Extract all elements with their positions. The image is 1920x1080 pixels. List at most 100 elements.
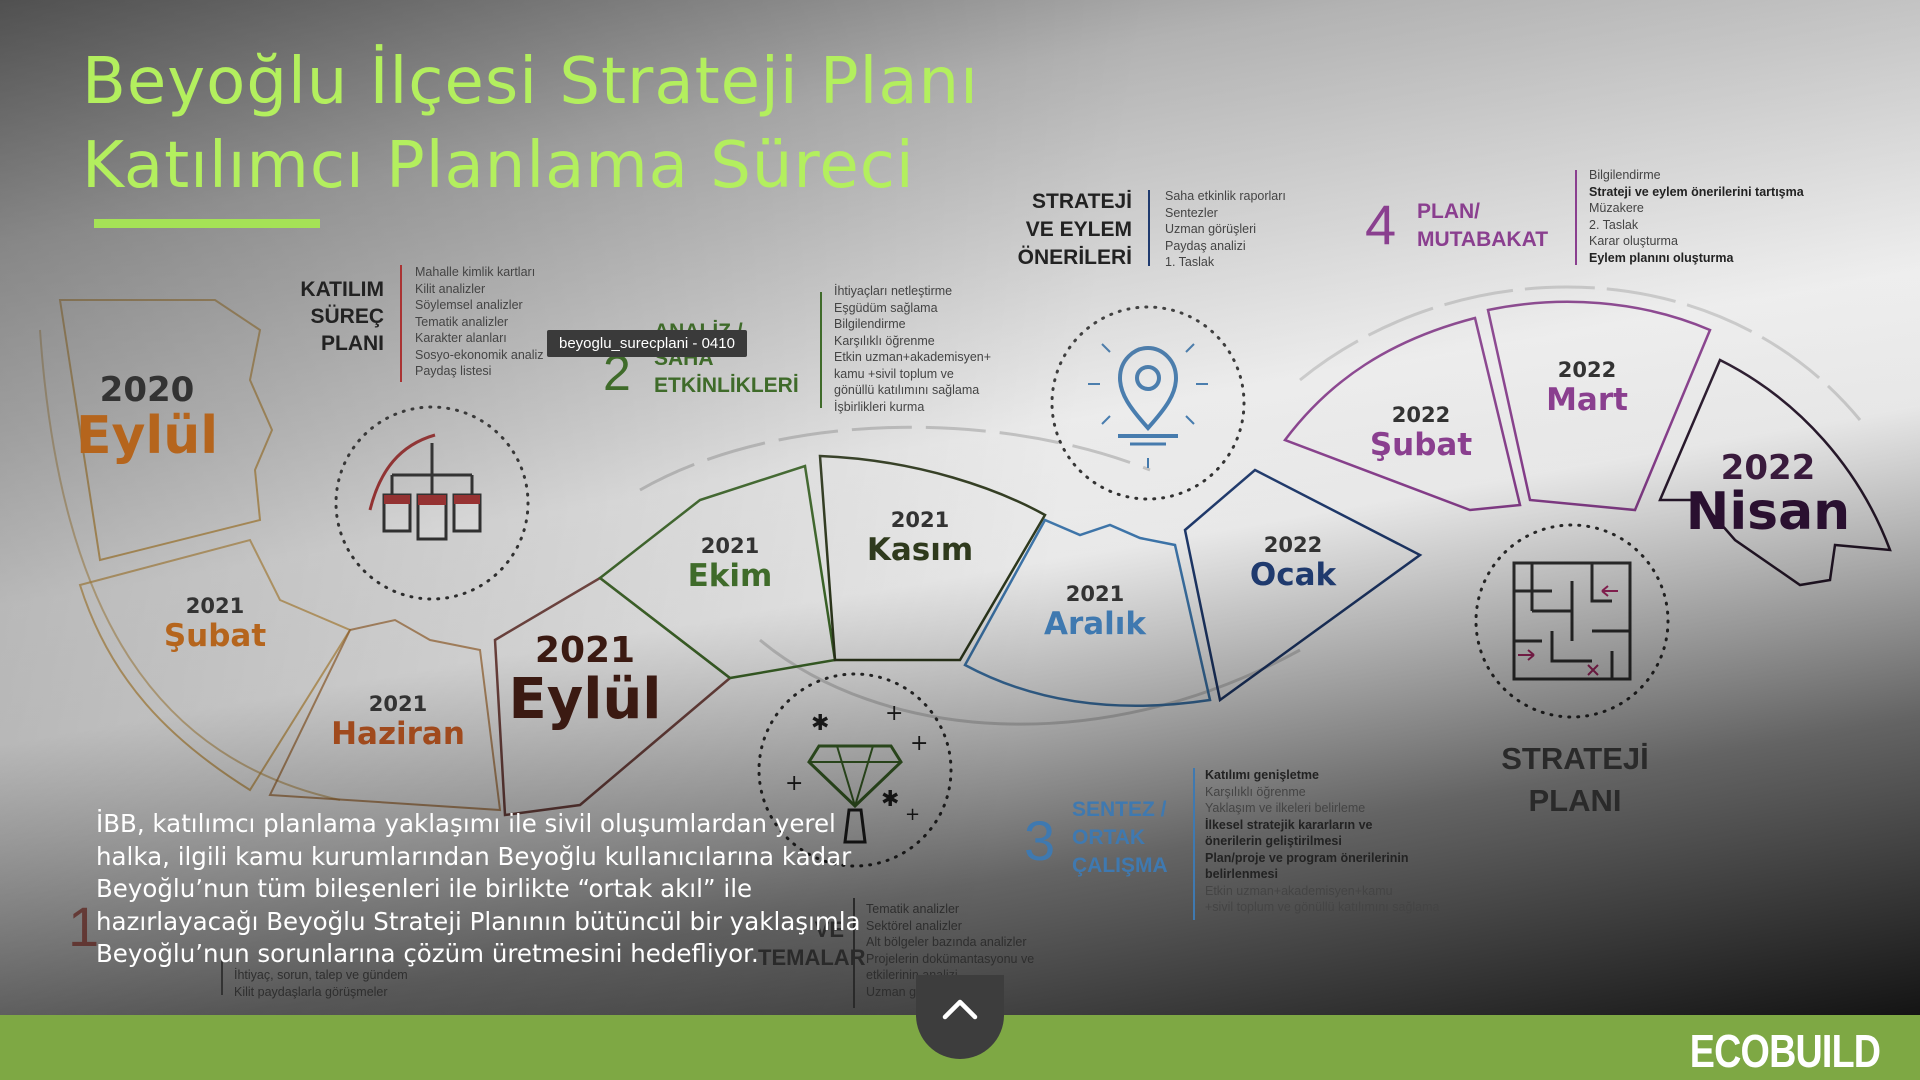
list-item: 2. Taslak [1589, 217, 1639, 232]
timeline-year: 2022 [1263, 533, 1323, 557]
temalar-title-line: VE [814, 917, 844, 942]
sentez-number: 3 [1024, 809, 1056, 872]
timeline-month-label: Ocak [1249, 557, 1337, 593]
list-item: Bilgilendirme [834, 317, 906, 331]
list-item: Kilit analizler [415, 281, 486, 296]
list-item: Sosyo-ekonomik analiz [415, 347, 544, 362]
image-tooltip: beyoglu_surecplani - 0410 [547, 330, 747, 357]
location-pin-icon [1088, 343, 1208, 468]
timeline-year: 2022 [1557, 358, 1617, 382]
list-item: Tematik analizler [415, 314, 509, 329]
paragraph-line: İBB, katılımcı planlama yaklaşımı ile si… [96, 809, 836, 838]
list-item: Karşılıklı öğrenme [834, 333, 935, 348]
timeline-month-label: Şubat [163, 618, 267, 654]
title-line-2: Katılımcı Planlama Süreci [82, 129, 915, 203]
timeline-year: 2021 [185, 594, 245, 618]
list-item: Karşılıklı öğrenme [1205, 784, 1306, 799]
timeline-month: 2021 Şubat [150, 594, 280, 654]
timeline-month: 2021 Aralık [1030, 582, 1160, 642]
timeline-month: 2022 Mart [1530, 358, 1644, 418]
paragraph-line: hazırlayacağı Beyoğlu Strateji Planının … [96, 906, 861, 936]
timeline-month-label: Kasım [866, 532, 974, 568]
list-item: Mahalle kimlik kartları [415, 265, 536, 279]
chevron-up-icon [942, 999, 978, 1020]
svg-text:+: + [785, 771, 803, 796]
list-item: Sentezler [1165, 205, 1218, 220]
list-item: İhtiyaçları netleştirme [834, 284, 953, 298]
list-item: Müzakere [1589, 201, 1644, 215]
plan-list: Bilgilendirme Strateji ve eylem öneriler… [1589, 167, 1804, 266]
timeline-month: 2022 Ocak [1233, 533, 1353, 593]
list-item: Etkin uzman+akademisyen+ [834, 350, 992, 364]
plan-divider [1575, 170, 1577, 265]
list-item: Eşgüdüm sağlama [834, 300, 938, 315]
first-number: 1 [68, 895, 100, 958]
strateji-plani-title: STRATEJİ PLANI [1470, 738, 1680, 822]
list-item: gönüllü katılımını sağlama [834, 383, 980, 397]
timeline-month-label: Haziran [331, 716, 465, 752]
svg-text:✱: ✱ [811, 711, 829, 736]
list-item: Plan/proje ve program önerilerinin [1205, 850, 1409, 865]
plan-title-line: PLAN/ [1417, 200, 1480, 223]
strateji-eylem-title-line: STRATEJİ [1032, 190, 1132, 213]
svg-text:+: + [885, 701, 903, 726]
title-underline [94, 219, 320, 228]
analiz-divider [820, 292, 822, 408]
timeline-month: 2021 Ekim [670, 534, 790, 594]
timeline-month-label: Mart [1546, 382, 1628, 418]
maze-icon [1512, 561, 1632, 681]
list-item: Kilit paydaşlarla görüşmeler [234, 984, 388, 999]
list-item: Bilgilendirme [1589, 168, 1661, 182]
strateji-plani-title-line: STRATEJİ [1501, 741, 1649, 776]
paragraph-line: Beyoğlu’nun tüm bileşenleri ile birlikte… [96, 874, 753, 903]
list-item: Söylemsel analizler [415, 298, 523, 312]
list-item: Projelerin dokümantasyonu ve [866, 951, 1035, 966]
timeline-month-label: Aralık [1043, 606, 1147, 642]
list-item: Paydaş analizi [1165, 238, 1246, 253]
katilim-title-line: PLANI [321, 332, 384, 355]
timeline-month: 2021 Eylül [500, 630, 670, 732]
first-divider [221, 955, 223, 995]
timeline-month: 2021 Kasım [855, 508, 985, 568]
list-item: Strateji ve eylem önerilerini tartışma [1589, 184, 1804, 199]
list-item: +sivil toplum ve gönüllü katılımını sağl… [1205, 900, 1440, 914]
sentez-title-line: SENTEZ / [1072, 798, 1167, 821]
timeline-year: 2021 [368, 692, 428, 716]
timeline-year: 2022 [1720, 448, 1816, 488]
katilim-divider [400, 265, 402, 382]
list-item: Eylem planını oluşturma [1589, 250, 1734, 265]
list-item: önerilerin geliştirilmesi [1205, 834, 1342, 848]
timeline-year: 2022 [1391, 403, 1451, 427]
timeline-year: 2021 [700, 534, 760, 558]
timeline-year: 2021 [1065, 582, 1125, 606]
analiz-title-line: ETKİNLİKLERİ [654, 374, 799, 397]
katilim-title-line: KATILIM [300, 278, 384, 301]
paragraph-line: Beyoğlu’nun sorunlarına çözüm üretmesini… [96, 939, 759, 968]
plan-title-line: MUTABAKAT [1417, 228, 1549, 251]
strateji-eylem-title-line: ÖNERİLERİ [1017, 246, 1132, 269]
list-item: Karakter alanları [415, 331, 507, 345]
timeline-month-label: Şubat [1369, 427, 1473, 463]
sentez-title-line: ÇALIŞMA [1072, 854, 1168, 877]
katilim-title: KATILIM SÜREÇ PLANI [268, 276, 384, 357]
analiz-list: İhtiyaçları netleştirme Eşgüdüm sağlama … [834, 283, 991, 415]
timeline-month-label: Eylül [508, 667, 662, 732]
list-item: kamu +sivil toplum ve [834, 366, 954, 381]
list-item: Yaklaşım ve ilkeleri belirleme [1205, 801, 1366, 815]
list-item: Uzman görüşleri [1165, 222, 1257, 236]
timeline-year: 2021 [890, 508, 950, 532]
timeline-month-label: Nisan [1685, 482, 1851, 542]
strateji-eylem-title: STRATEJİ VE EYLEM ÖNERİLERİ [1002, 188, 1132, 272]
strateji-eylem-list: Saha etkinlik raporları Sentezler Uzman … [1165, 188, 1286, 271]
svg-text:✱: ✱ [881, 787, 899, 812]
list-item: Alt bölgeler bazında analizler [866, 935, 1027, 949]
list-item: 1. Taslak [1165, 255, 1215, 269]
scroll-up-button[interactable] [916, 975, 1004, 1059]
list-item: Karar oluşturma [1589, 234, 1678, 248]
timeline-month-label: Eylül [75, 406, 219, 466]
list-item: Paydaş listesi [415, 364, 492, 378]
katilim-title-line: SÜREÇ [310, 305, 384, 328]
plan-title: PLAN/ MUTABAKAT [1417, 198, 1548, 254]
list-item: Etkin uzman+akademisyen+kamu [1205, 883, 1393, 898]
